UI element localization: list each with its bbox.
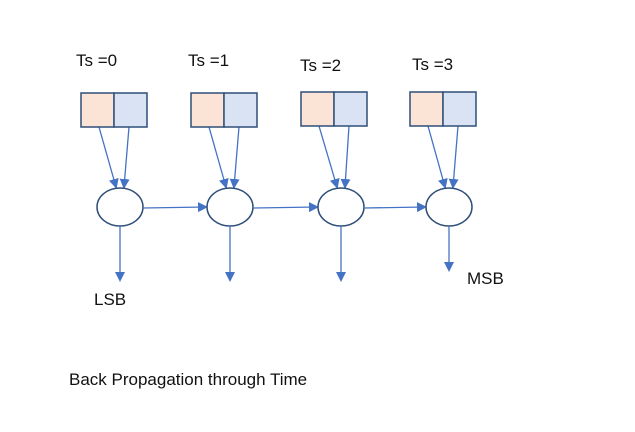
timestep-label-0: Ts =0 [76, 51, 118, 70]
input-cell-right-3 [442, 91, 477, 127]
rnn-node-0 [96, 187, 144, 227]
recurrent-arrow-0 [142, 202, 208, 213]
input-cell-right-1 [223, 92, 258, 128]
recurrent-arrow-1 [252, 202, 319, 213]
input-arrow-right-1 [229, 126, 240, 189]
recurrent-arrow-2 [363, 202, 427, 213]
input-cell-right-0 [113, 92, 148, 128]
input-cell-left-1 [190, 92, 225, 128]
input-cell-left-2 [300, 91, 335, 127]
timestep-label-2: Ts =2 [300, 56, 342, 75]
input-cell-left-0 [80, 92, 115, 128]
timestep-label-1: Ts =1 [188, 51, 230, 70]
rnn-node-3 [425, 187, 473, 227]
input-arrow-left-3 [427, 125, 448, 189]
input-arrow-right-0 [119, 126, 130, 189]
input-arrow-left-1 [208, 126, 229, 189]
rnn-node-2 [317, 187, 365, 227]
output-label-lsb: LSB [94, 290, 127, 309]
input-arrow-right-2 [340, 125, 351, 189]
input-arrow-left-2 [318, 125, 340, 189]
timestep-label-3: Ts =3 [412, 55, 454, 74]
rnn-node-1 [206, 187, 254, 227]
input-arrow-right-3 [448, 125, 459, 189]
input-cell-left-3 [409, 91, 444, 127]
input-cell-right-2 [333, 91, 368, 127]
diagram-caption: Back Propagation through Time [69, 370, 308, 389]
input-arrow-left-0 [98, 126, 119, 189]
output-label-msb: MSB [467, 269, 504, 288]
